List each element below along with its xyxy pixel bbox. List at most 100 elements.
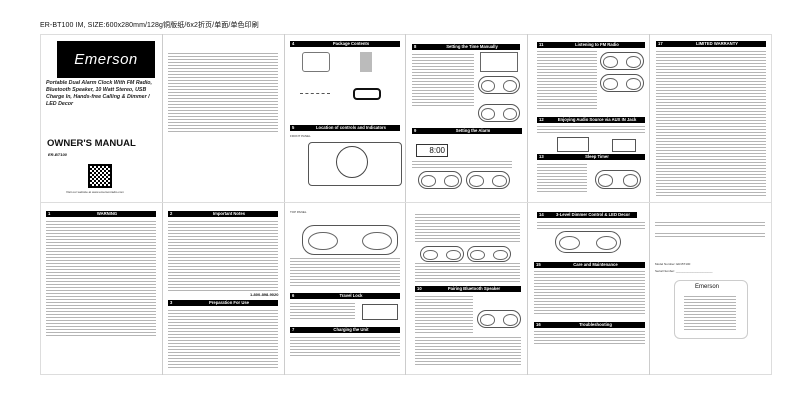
fold-line — [649, 34, 650, 375]
serial-number-field: Serial Number: ______________________ — [655, 269, 713, 273]
section-title: WARNING — [96, 211, 118, 216]
speaker-icon — [559, 236, 581, 250]
top-panel-diagram — [302, 225, 398, 255]
section-number: 14 — [539, 212, 544, 217]
speaker-icon — [503, 108, 517, 120]
body-text — [168, 309, 278, 369]
speaker-icon — [603, 56, 618, 68]
body-text — [290, 302, 355, 320]
speaker-icon — [470, 249, 485, 261]
speaker-icon — [492, 175, 507, 187]
section-11-header: 11 Listening to FM Radio — [537, 42, 645, 48]
model-number: ER-BT100 — [48, 152, 67, 157]
section-title: Enjoying Audio Source via AUX IN Jack — [557, 117, 637, 122]
speaker-icon — [493, 249, 508, 261]
unit-back-diagram — [480, 52, 518, 72]
body-text — [415, 336, 521, 366]
section-number: 11 — [539, 42, 544, 47]
unit-top-diagram — [477, 310, 521, 328]
aux-device — [612, 139, 636, 152]
section-title: Preparation For Use — [208, 300, 250, 305]
card-logo: Emerson — [695, 284, 720, 290]
section-number: 4 — [292, 41, 295, 46]
model-number-label: Model Number: ER-BT100 — [655, 262, 691, 266]
section-8-header: 8 Setting the Time Manually — [412, 44, 520, 50]
section-title: Location of controls and Indicators — [315, 125, 387, 130]
unit-top-diagram — [600, 74, 644, 92]
speaker-icon — [481, 80, 495, 92]
clock-face — [336, 146, 368, 178]
speaker-icon — [446, 249, 461, 261]
section-12-header: 12 Enjoying Audio Source via AUX IN Jack — [537, 117, 645, 123]
unit-top-diagram — [595, 170, 641, 189]
body-text — [290, 336, 400, 356]
speaker-icon — [603, 78, 618, 90]
section-title: Pairing Bluetooth Speaker — [447, 286, 501, 291]
usb-cable-image — [300, 90, 330, 94]
section-title: Setting the Time Manually — [446, 44, 498, 49]
fold-line — [405, 34, 406, 375]
speaker-icon — [480, 314, 495, 326]
body-text — [655, 232, 765, 237]
body-text — [655, 221, 765, 228]
section-6-header: 6 Travel Lock — [290, 293, 400, 299]
emerson-logo: Emerson — [57, 41, 155, 78]
clock-unit-image — [302, 52, 330, 72]
body-text — [537, 221, 645, 229]
speaker-icon — [481, 108, 495, 120]
website-link[interactable]: Visit our website at www.emersonradio.co… — [66, 190, 124, 194]
body-text — [537, 163, 587, 193]
unit-top-diagram — [600, 52, 644, 70]
speaker-icon — [503, 314, 518, 326]
section-1-header: 1 WARNING — [46, 211, 156, 217]
speaker-icon — [423, 249, 438, 261]
speaker-icon — [362, 231, 393, 251]
section-number: 12 — [539, 117, 544, 122]
body-text — [415, 262, 520, 282]
body-text — [534, 330, 645, 344]
section-number: 15 — [536, 262, 541, 267]
front-panel-label: FRONT PANEL — [290, 134, 311, 138]
section-title: Important Notes — [212, 211, 246, 216]
speaker-icon — [444, 175, 459, 187]
section-number: 5 — [292, 125, 295, 130]
section-title: Travel Lock — [339, 293, 363, 298]
unit-top-diagram — [418, 171, 462, 189]
section-2-header: 2 Important Notes — [168, 211, 278, 217]
section-5-header: 5 Location of controls and Indicators — [290, 125, 400, 131]
section-number: 10 — [417, 286, 422, 291]
body-text — [168, 220, 278, 292]
section-title: Package Contents — [332, 41, 370, 46]
alarm-display: 8:00 — [416, 144, 448, 157]
manual-sheet — [40, 34, 772, 375]
section-number: 9 — [414, 128, 417, 133]
section-title: LIMITED WARRANTY — [695, 41, 739, 46]
body-text — [412, 160, 512, 168]
section-number: 2 — [170, 211, 173, 216]
section-title: Listening to FM Radio — [575, 42, 619, 47]
section-number: 6 — [292, 293, 295, 298]
section-number: 8 — [414, 44, 417, 49]
fold-line — [527, 34, 528, 375]
speaker-icon — [626, 56, 641, 68]
speaker-icon — [469, 175, 484, 187]
support-phone: 1-800-898-9020 — [250, 292, 279, 297]
document-header: ER-BT100 IM, SIZE:600x280mm/128g铜版纸/6x2折… — [40, 22, 259, 29]
section-number: 1 — [48, 211, 51, 216]
qr-code — [88, 164, 112, 188]
section-number: 7 — [292, 327, 295, 332]
fold-line — [162, 34, 163, 375]
body-text — [537, 50, 597, 110]
unit-top-diagram — [420, 246, 464, 262]
aux-cable-image — [353, 88, 381, 100]
body-text — [537, 125, 645, 135]
section-title: Setting the Alarm — [455, 128, 491, 133]
unit-top-diagram — [478, 104, 520, 122]
unit-top-diagram — [478, 76, 520, 94]
